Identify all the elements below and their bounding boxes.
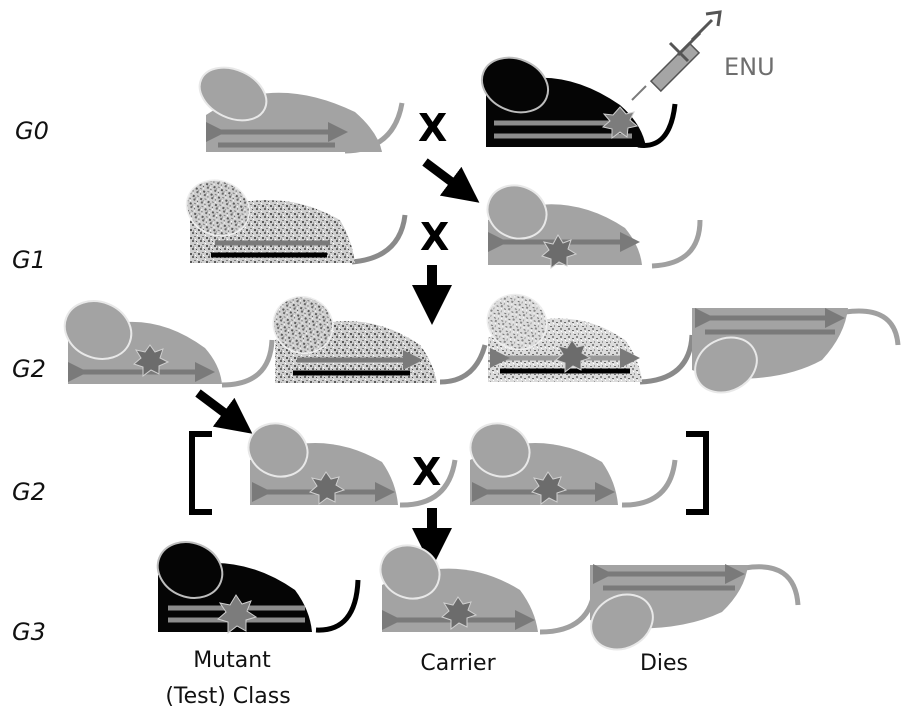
g2-speckled-carrier-mouse-3 <box>479 286 692 382</box>
g2-speckled-mouse-2 <box>265 288 485 383</box>
g0-enu-treated-mouse <box>474 48 675 147</box>
left-bracket <box>192 434 212 512</box>
cross-symbol-g0: X <box>418 106 447 150</box>
cross-symbol-g2: X <box>412 450 441 494</box>
cross-symbol-g1: X <box>420 215 449 259</box>
right-bracket <box>686 434 706 512</box>
g3-dies-mouse <box>582 565 798 660</box>
generation-label-g1: G1 <box>12 246 46 274</box>
g2-carrier-mouse-1 <box>56 291 272 385</box>
arrow-g2-to-intercross <box>198 393 238 423</box>
carrier-label: Carrier <box>420 651 496 676</box>
generation-label-g2-intercross: G2 <box>12 478 46 506</box>
g1-speckled-mouse <box>178 171 405 263</box>
arrow-g0-to-g1 <box>425 162 465 192</box>
generation-label-g3: G3 <box>12 618 46 646</box>
g1-carrier-mouse <box>479 177 700 268</box>
dies-label: Dies <box>640 651 688 676</box>
mutagen-label: ENU <box>724 53 775 81</box>
generation-label-g0: G0 <box>15 117 49 145</box>
intercross-carrier-mouse-2 <box>462 415 675 505</box>
syringe-icon <box>632 12 720 100</box>
mutant-class-label-line1: Mutant <box>193 648 271 673</box>
g3-carrier-mouse <box>372 537 595 632</box>
mutant-class-label-line2: (Test) Class <box>165 684 290 709</box>
g2-upside-down-mouse-4 <box>686 308 898 403</box>
g0-wildtype-mouse <box>191 57 402 152</box>
g3-mutant-mouse <box>149 533 358 633</box>
generation-label-g2: G2 <box>12 355 46 383</box>
